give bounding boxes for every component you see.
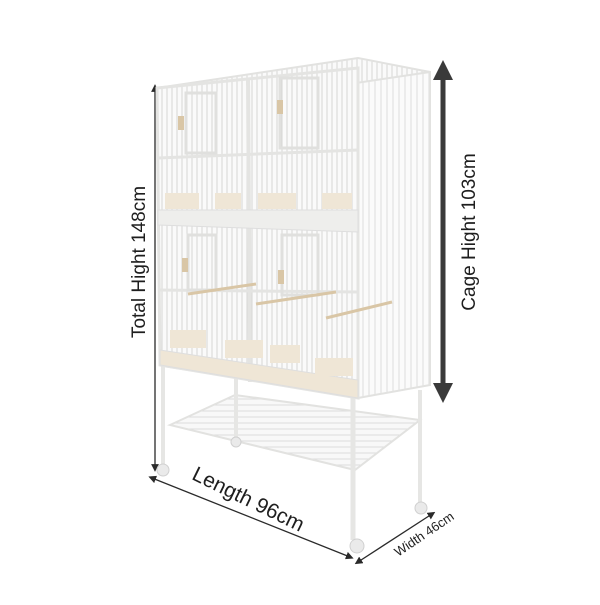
cage-height-label: Cage Hight 103cm — [459, 153, 480, 311]
length-arrow — [148, 475, 354, 560]
total-height-label: Total Hight 148cm — [129, 185, 150, 339]
width-arrow — [354, 511, 436, 565]
cage-body — [155, 56, 431, 400]
